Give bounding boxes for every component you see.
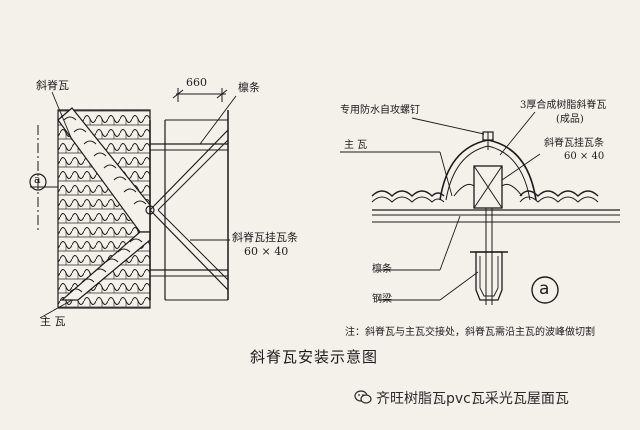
left-section-marker: a — [34, 173, 41, 186]
left-purlin-label: 檩条 — [238, 81, 260, 94]
installation-note: 注：斜脊瓦与主瓦交接处，斜脊瓦需沿主瓦的波峰做切割 — [345, 327, 595, 338]
right-section-view — [340, 111, 620, 305]
steel-beam-label: 钢梁 — [372, 294, 392, 305]
left-hanging-strip-label: 斜脊瓦挂瓦条 — [232, 231, 298, 244]
right-main-tile-label: 主 瓦 — [344, 140, 368, 151]
right-hanging-strip-label: 斜脊瓦挂瓦条 — [544, 138, 604, 149]
resin-tile-label: 3厚合成树脂斜脊瓦 — [520, 100, 607, 111]
left-plan-view — [29, 88, 237, 319]
watermark-text: 齐旺树脂瓦pvc瓦采光瓦屋面瓦 — [376, 391, 569, 407]
right-section-marker: a — [539, 279, 550, 299]
left-main-tile-label: 主 瓦 — [40, 315, 66, 328]
resin-tile-sub-label: (成品) — [556, 114, 584, 125]
left-hanging-size-label: 60 × 40 — [244, 245, 289, 258]
right-hanging-size-label: 60 × 40 — [564, 151, 605, 162]
hip-ridge-tiles — [63, 116, 147, 205]
spacing-dimension-label: 660 — [186, 76, 207, 89]
wechat-icon — [354, 390, 372, 404]
diagram-caption: 斜脊瓦安装示意图 — [250, 348, 379, 366]
right-purlin-label: 檩条 — [372, 264, 392, 275]
screw-label: 专用防水自攻螺钉 — [340, 105, 420, 116]
left-hip-tile-label: 斜脊瓦 — [36, 79, 69, 92]
